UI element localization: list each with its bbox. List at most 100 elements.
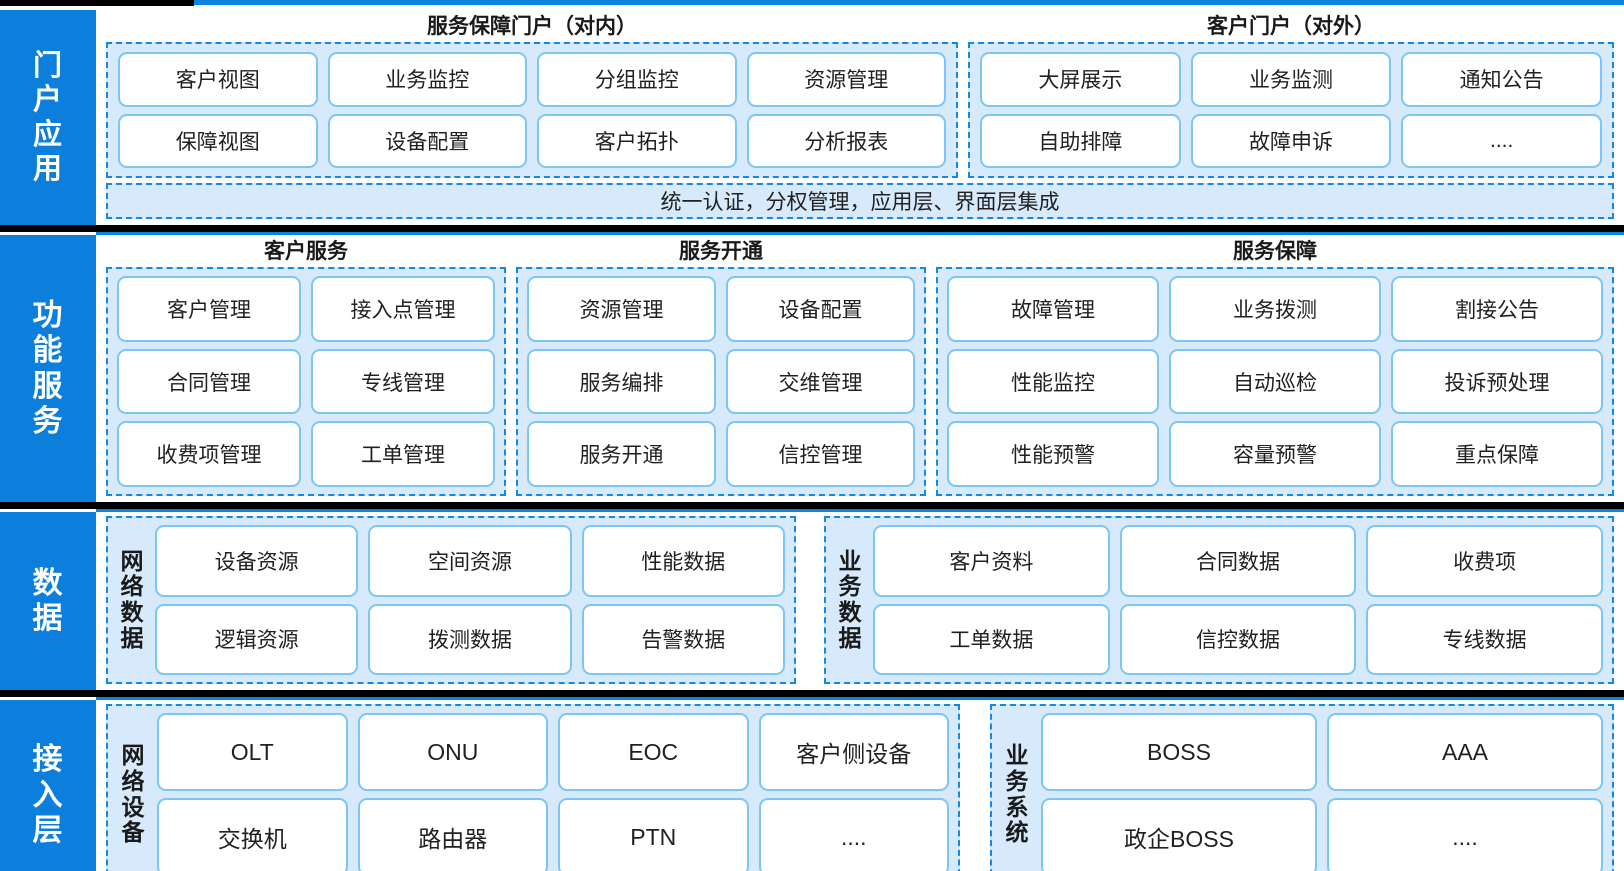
tile-charge-item-management[interactable]: 收费项管理 (117, 421, 301, 487)
group-box: 网 络 设 备 OLT ONU EOC 客户侧设备 交换机 路由器 (106, 704, 960, 871)
separator-black-bar (0, 502, 1624, 509)
tile-key-assurance[interactable]: 重点保障 (1391, 421, 1603, 487)
tile-charge-item[interactable]: 收费项 (1366, 525, 1603, 597)
tile-customer-profile[interactable]: 客户资料 (873, 525, 1110, 597)
tile-more-ellipsis[interactable]: .... (1401, 113, 1602, 168)
tile-self-service-troubleshooting[interactable]: 自助排障 (980, 113, 1181, 168)
tile-service-orchestration[interactable]: 服务编排 (527, 348, 716, 415)
side-label-network-device: 网 络 设 备 (117, 713, 149, 871)
group-business-data: 业 务 数 据 客户资料 合同数据 收费项 工单数据 信控数据 专线数据 (824, 516, 1614, 684)
tile-dedicated-line-management[interactable]: 专线管理 (311, 348, 495, 415)
side-label-char: 务 (1005, 767, 1029, 794)
separator-black-bar (0, 0, 194, 6)
tile-assurance-view[interactable]: 保障视图 (118, 113, 318, 168)
side-label-char: 网 (121, 742, 145, 768)
tile-dial-test-data[interactable]: 拨测数据 (368, 603, 572, 675)
tile-notice-announcement[interactable]: 通知公告 (1401, 52, 1602, 107)
separator-blue-line (96, 697, 1624, 700)
tile-logical-resource[interactable]: 逻辑资源 (155, 603, 359, 675)
layer-body-portal-application: 服务保障门户（对内） 客户视图 业务监控 分组监控 资源管理 保障视图 设备配置… (96, 10, 1624, 225)
tile-contract-management[interactable]: 合同管理 (117, 348, 301, 415)
group-title: 客户门户（对外） (1207, 15, 1375, 38)
group-business-system: 业 务 系 统 BOSS AAA 政企BOSS .... (990, 704, 1614, 871)
tile-credit-control-data[interactable]: 信控数据 (1119, 603, 1357, 675)
tile-device-configuration[interactable]: 设备配置 (726, 276, 915, 342)
group-box: 资源管理 设备配置 服务编排 交维管理 服务开通 信控管理 (516, 267, 926, 496)
group-title: 服务保障门户（对内） (427, 15, 637, 38)
group-service-assurance: 服务保障 故障管理 业务拨测 割接公告 性能监控 自动巡检 投诉预处理 性能预警… (936, 239, 1614, 496)
separator-black-bar (0, 225, 1624, 232)
layer-label-char: 据 (32, 602, 64, 635)
tile-service-detection[interactable]: 业务监测 (1190, 52, 1392, 107)
tile-fault-appeal[interactable]: 故障申诉 (1190, 113, 1392, 168)
layer-label-char: 功 (32, 298, 64, 332)
tile-dedicated-line-data[interactable]: 专线数据 (1366, 603, 1603, 675)
tile-resource-management[interactable]: 资源管理 (746, 52, 946, 107)
tile-olt[interactable]: OLT (157, 713, 348, 791)
side-label-network-data: 网 络 数 据 (117, 525, 147, 675)
tile-performance-data[interactable]: 性能数据 (581, 525, 785, 597)
group-title: 客户服务 (264, 240, 348, 263)
tile-credit-control-management[interactable]: 信控管理 (726, 421, 915, 487)
layer-label-char: 接 (32, 743, 64, 777)
tile-government-enterprise-boss[interactable]: 政企BOSS (1041, 798, 1317, 871)
tile-grid: 客户资料 合同数据 收费项 工单数据 信控数据 专线数据 (873, 525, 1603, 675)
unified-auth-band: 统一认证，分权管理，应用层、界面层集成 (106, 183, 1614, 219)
tile-resource-management[interactable]: 资源管理 (527, 276, 716, 342)
tile-grid: 客户视图 业务监控 分组监控 资源管理 保障视图 设备配置 客户拓扑 分析报表 (118, 52, 946, 168)
separator-portal-function (0, 225, 1624, 235)
layer-label-char: 层 (32, 814, 64, 848)
tile-analysis-report[interactable]: 分析报表 (746, 113, 946, 168)
separator-blue-line (96, 509, 1624, 512)
tile-capacity-early-warning[interactable]: 容量预警 (1169, 421, 1381, 487)
side-label-char: 据 (120, 624, 144, 651)
tile-work-order-data[interactable]: 工单数据 (873, 603, 1110, 675)
layer-portal-application: 门 户 应 用 服务保障门户（对内） 客户视图 业务监控 分组监控 资源管理 保… (0, 10, 1624, 225)
layer-access: 接 入 层 网 络 设 备 OLT ONU (0, 700, 1624, 871)
tile-alarm-data[interactable]: 告警数据 (581, 603, 785, 675)
tile-onu[interactable]: ONU (357, 713, 548, 791)
tile-service-dial-test[interactable]: 业务拨测 (1169, 276, 1381, 342)
layer-label-char: 服 (32, 369, 64, 403)
tile-grid: 资源管理 设备配置 服务编排 交维管理 服务开通 信控管理 (527, 276, 915, 487)
tile-customer-premises-equipment[interactable]: 客户侧设备 (758, 713, 949, 791)
tile-customer-management[interactable]: 客户管理 (117, 276, 301, 342)
tile-service-provisioning[interactable]: 服务开通 (527, 421, 716, 487)
tile-boss[interactable]: BOSS (1041, 713, 1317, 791)
tile-customer-topology[interactable]: 客户拓扑 (537, 113, 737, 168)
tile-grid: 客户管理 接入点管理 合同管理 专线管理 收费项管理 工单管理 (117, 276, 495, 487)
tile-more-ellipsis[interactable]: .... (758, 798, 949, 871)
tile-switch[interactable]: 交换机 (157, 798, 348, 871)
tile-spatial-resource[interactable]: 空间资源 (368, 525, 572, 597)
tile-large-screen-display[interactable]: 大屏展示 (980, 52, 1181, 107)
side-label-char: 络 (120, 573, 144, 600)
tile-device-resource[interactable]: 设备资源 (155, 525, 359, 597)
tile-router[interactable]: 路由器 (357, 798, 548, 871)
tile-cutover-announcement[interactable]: 割接公告 (1391, 276, 1603, 342)
tile-performance-monitoring[interactable]: 性能监控 (947, 348, 1159, 415)
tile-work-order-management[interactable]: 工单管理 (311, 421, 495, 487)
separator-data-access (0, 690, 1624, 700)
tile-complaint-pre-processing[interactable]: 投诉预处理 (1391, 348, 1603, 415)
group-box: 业 务 数 据 客户资料 合同数据 收费项 工单数据 信控数据 专线数据 (824, 516, 1614, 684)
tile-service-monitoring[interactable]: 业务监控 (327, 52, 527, 107)
layer-label-char: 务 (32, 404, 64, 438)
tile-ptn[interactable]: PTN (558, 798, 749, 871)
tile-contract-data[interactable]: 合同数据 (1119, 525, 1357, 597)
layer-label-access: 接 入 层 (0, 700, 96, 871)
tile-device-configuration[interactable]: 设备配置 (327, 113, 527, 168)
group-box: 故障管理 业务拨测 割接公告 性能监控 自动巡检 投诉预处理 性能预警 容量预警… (936, 267, 1614, 496)
tile-handover-maintenance-management[interactable]: 交维管理 (726, 348, 915, 415)
layer-label-char: 入 (32, 778, 64, 812)
tile-aaa[interactable]: AAA (1327, 713, 1603, 791)
tile-automatic-inspection[interactable]: 自动巡检 (1169, 348, 1381, 415)
tile-eoc[interactable]: EOC (558, 713, 749, 791)
side-label-char: 备 (121, 819, 145, 846)
tile-fault-management[interactable]: 故障管理 (947, 276, 1159, 342)
tile-group-monitoring[interactable]: 分组监控 (537, 52, 737, 107)
tile-more-ellipsis[interactable]: .... (1327, 798, 1603, 871)
tile-access-point-management[interactable]: 接入点管理 (311, 276, 495, 342)
group-box: 客户视图 业务监控 分组监控 资源管理 保障视图 设备配置 客户拓扑 分析报表 (106, 42, 958, 178)
tile-performance-early-warning[interactable]: 性能预警 (947, 421, 1159, 487)
tile-customer-view[interactable]: 客户视图 (118, 52, 318, 107)
